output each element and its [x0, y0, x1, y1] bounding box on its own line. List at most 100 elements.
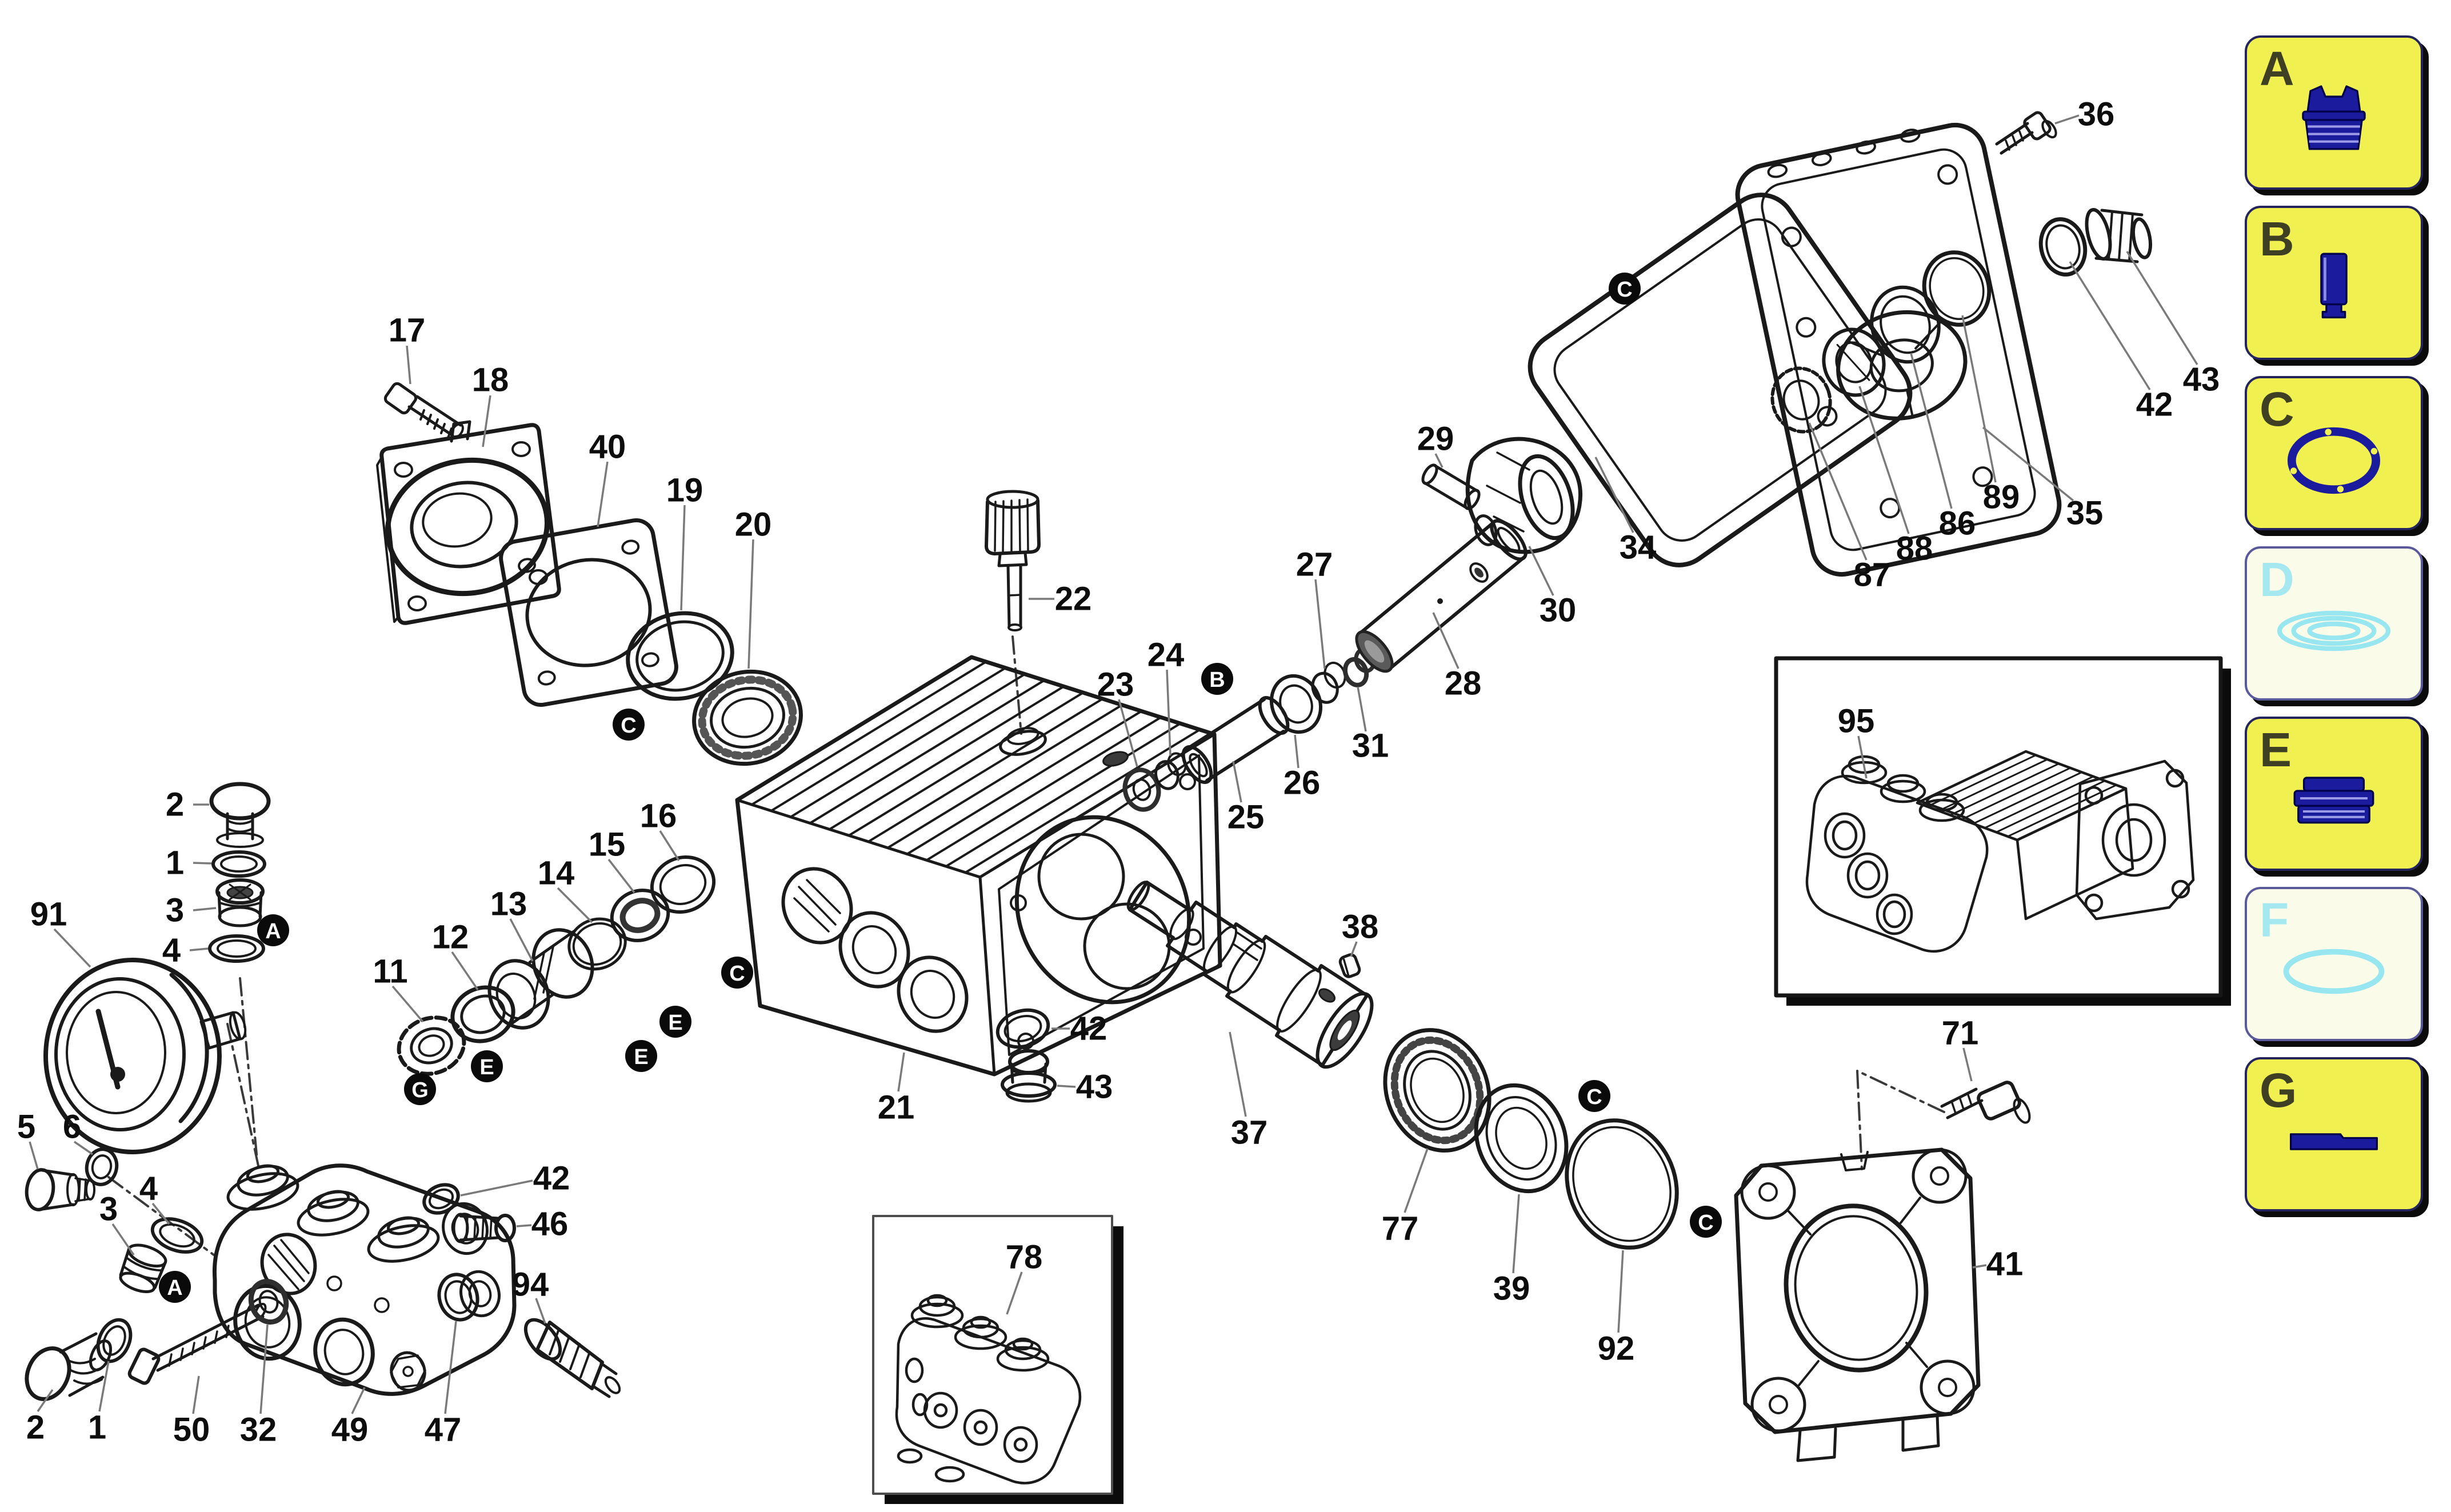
part-32-washer	[248, 1279, 289, 1325]
leader-13-33	[509, 918, 534, 962]
leader-31-11	[1357, 686, 1367, 732]
part-20-oil-seal	[692, 669, 803, 766]
part-label-47: 47	[425, 1411, 462, 1449]
part-label-94: 94	[512, 1266, 549, 1303]
part-label-43: 43	[2183, 361, 2220, 398]
leader-5-29	[29, 1141, 39, 1170]
part-label-3: 3	[99, 1191, 118, 1228]
part-label-29: 29	[1417, 421, 1454, 458]
svg-text:B: B	[1209, 668, 1225, 692]
assembly-marker-E-8: E	[471, 1050, 503, 1082]
o-ring-icon	[2247, 889, 2421, 1039]
svg-text:C: C	[1586, 1085, 1602, 1109]
leader-43-39	[1057, 1085, 1076, 1088]
assembly-marker-C-7: C	[1690, 1206, 1722, 1238]
part-label-87: 87	[1854, 557, 1891, 594]
assembly-marker-E-10: E	[659, 1006, 691, 1038]
part-41-mounting-flange	[1734, 1147, 1981, 1462]
part-label-95: 95	[1838, 703, 1875, 740]
part-91-pressure-gauge	[43, 958, 247, 1154]
leader-14-34	[557, 887, 593, 923]
part-17-screw	[383, 382, 464, 439]
leader-12-32	[451, 951, 479, 990]
part-22-oil-dipstick	[985, 490, 1041, 631]
part-label-43: 43	[1076, 1069, 1113, 1106]
assembly-marker-G-11: G	[404, 1073, 436, 1105]
part-label-42: 42	[1070, 1010, 1107, 1047]
inset-complete-pump	[1774, 656, 2231, 1006]
leader-27-10	[1314, 579, 1326, 669]
part-label-6: 6	[63, 1109, 81, 1146]
part-label-4: 4	[162, 932, 181, 969]
assembly-marker-E-9: E	[625, 1040, 657, 1072]
assembly-marker-C-6: C	[1578, 1080, 1610, 1112]
leader-41-45	[1972, 1264, 1987, 1269]
leader-18-1	[482, 395, 491, 447]
part-label-20: 20	[735, 506, 772, 543]
part-21-crankcase	[735, 655, 1222, 1077]
leader-77-42	[1404, 1148, 1429, 1213]
part-3-valve-cartridge-bottom	[119, 1243, 167, 1293]
part-label-21: 21	[878, 1089, 915, 1126]
part-label-23: 23	[1097, 666, 1134, 703]
leader-39-43	[1512, 1194, 1520, 1274]
part-89-o-ring	[1922, 250, 1992, 327]
part-6-o-ring	[85, 1147, 119, 1186]
leader-1-55	[98, 1361, 110, 1412]
valve-cap-icon	[2247, 38, 2421, 187]
leader-89-23	[1961, 315, 1997, 483]
part-label-46: 46	[531, 1206, 569, 1243]
part-label-42: 42	[2136, 386, 2173, 423]
part-47-o-ring	[437, 1273, 479, 1322]
part-35-rear-cover	[1735, 122, 2062, 577]
part-label-32: 32	[240, 1411, 277, 1449]
part-label-15: 15	[589, 826, 626, 863]
part-label-22: 22	[1055, 581, 1092, 618]
leader-47-50	[444, 1321, 457, 1414]
label-leader-lines	[29, 114, 2198, 1414]
svg-text:C: C	[621, 714, 636, 738]
svg-text:C: C	[729, 962, 745, 986]
part-15-packing-seal	[610, 889, 670, 942]
part-label-92: 92	[1598, 1330, 1635, 1367]
svg-text:A: A	[265, 919, 281, 943]
leader-42-18	[2069, 261, 2151, 390]
legend-item-B: B	[2245, 206, 2423, 360]
part-label-88: 88	[1896, 530, 1933, 567]
svg-text:C: C	[1698, 1211, 1713, 1235]
leader-16-36	[659, 830, 680, 861]
leader-92-44	[1617, 1250, 1624, 1333]
leader-3-56	[111, 1223, 135, 1255]
leader-4-57	[151, 1202, 170, 1225]
part-77-roller-bearing	[1383, 1028, 1492, 1153]
leader-43-19	[2126, 251, 2198, 365]
leader-25-8	[1232, 761, 1242, 803]
part-label-41: 41	[1986, 1246, 2024, 1283]
part-1-o-ring-bottom	[96, 1318, 133, 1363]
part-26-seal-ring	[1269, 674, 1323, 734]
leader-6-30	[74, 1141, 93, 1155]
leader-86-22	[1910, 353, 1953, 509]
part-label-34: 34	[1620, 529, 1657, 566]
part-number-labels: 1718401920222324252627312829303435364243…	[17, 96, 2220, 1449]
packing-stack-icon	[2247, 719, 2421, 869]
leader-94-51	[535, 1298, 546, 1324]
part-label-37: 37	[1231, 1114, 1268, 1151]
legend-letter-C: C	[2260, 382, 2294, 436]
part-12-seal	[450, 985, 515, 1043]
part-label-39: 39	[1493, 1270, 1530, 1307]
part-4-o-ring-bottom	[150, 1217, 204, 1254]
leader-19-3	[680, 505, 686, 611]
part-16-seal-ring	[650, 855, 716, 914]
leader-17-0	[406, 345, 411, 385]
part-label-50: 50	[173, 1411, 210, 1449]
svg-text:E: E	[634, 1045, 648, 1069]
assembly-marker-B-2: B	[1201, 663, 1233, 695]
svg-text:A: A	[167, 1276, 182, 1300]
part-label-89: 89	[1983, 479, 2020, 516]
part-23-seal-retainer	[1122, 767, 1161, 812]
part-28-plunger-rod	[1355, 519, 1528, 673]
inset-valve-head	[872, 1215, 1123, 1504]
legend-letter-D: D	[2260, 553, 2294, 606]
